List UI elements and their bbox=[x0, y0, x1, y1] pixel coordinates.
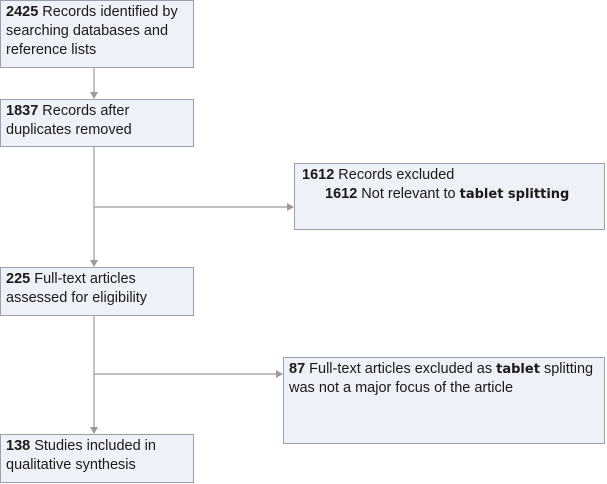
records-excluded-line: 1612 Records excluded bbox=[302, 166, 599, 185]
fulltext-excluded-count: 87 bbox=[289, 361, 306, 377]
studies-included-count: 138 bbox=[6, 438, 31, 454]
records-excluded-reason: 1612 Not relevant to tablet splitting bbox=[302, 185, 599, 204]
studies-included-text: Studies included in qualitative synthesi… bbox=[6, 438, 156, 473]
records-after-duplicates-text: Records after duplicates removed bbox=[6, 103, 132, 138]
fulltext-excluded-text-rest: splitting was not a major focus of the a… bbox=[289, 361, 594, 396]
records-after-duplicates-box: 1837 Records after duplicates removed bbox=[0, 99, 194, 147]
fulltext-excluded-text: Full-text articles excluded as bbox=[305, 361, 497, 377]
fulltext-assessed-count: 225 bbox=[6, 271, 31, 287]
not-relevant-count: 1612 bbox=[325, 186, 358, 202]
records-identified-box: 2425 Records identified by searching dat… bbox=[0, 0, 194, 68]
records-excluded-text: Records excluded bbox=[334, 167, 455, 183]
not-relevant-topic: tablet splitting bbox=[459, 187, 570, 202]
records-excluded-box: 1612 Records excluded 1612 Not relevant … bbox=[294, 163, 605, 230]
records-identified-count: 2425 bbox=[6, 4, 39, 20]
records-identified-text: Records identified by searching database… bbox=[6, 4, 178, 58]
fulltext-excluded-box: 87 Full-text articles excluded as tablet… bbox=[283, 357, 605, 444]
fulltext-excluded-topic: tablet bbox=[496, 362, 540, 377]
fulltext-assessed-box: 225 Full-text articles assessed for elig… bbox=[0, 267, 194, 316]
studies-included-box: 138 Studies included in qualitative synt… bbox=[0, 434, 194, 483]
not-relevant-text: Not relevant to bbox=[357, 186, 460, 202]
records-after-duplicates-count: 1837 bbox=[6, 103, 39, 119]
records-excluded-count: 1612 bbox=[302, 167, 335, 183]
fulltext-assessed-text: Full-text articles assessed for eligibil… bbox=[6, 271, 148, 306]
